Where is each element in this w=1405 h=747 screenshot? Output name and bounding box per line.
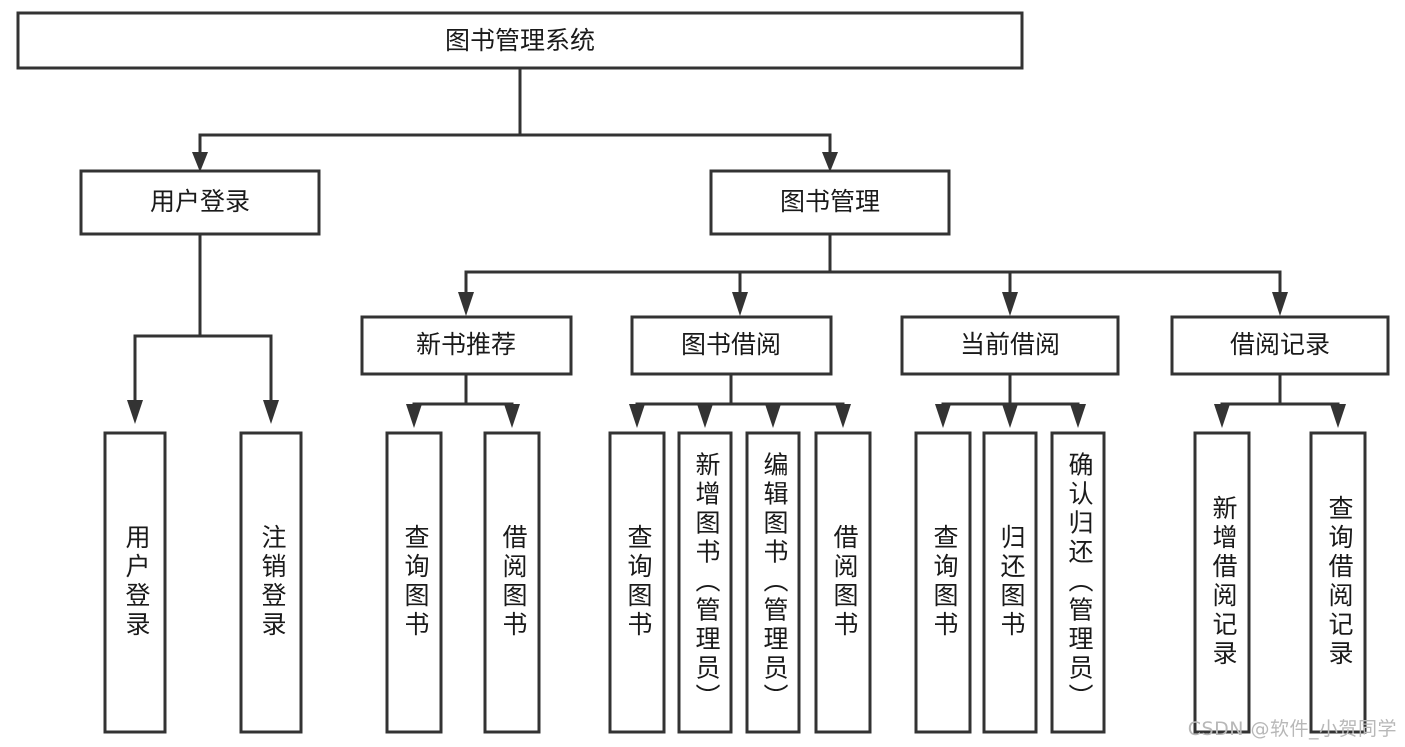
node-leaf2-box[interactable] bbox=[239, 431, 303, 734]
node-login-box[interactable] bbox=[79, 169, 321, 236]
node-record-label: 借阅记录 bbox=[1230, 330, 1330, 359]
node-leaf1-box[interactable] bbox=[103, 431, 167, 734]
node-leaf11-box[interactable] bbox=[1050, 431, 1106, 734]
node-leaf7[interactable]: 编辑图书（管理员） bbox=[745, 431, 801, 734]
node-leaf7-box[interactable] bbox=[745, 431, 801, 734]
connector-record-to-leaves bbox=[1220, 372, 1340, 414]
node-record[interactable]: 借阅记录 bbox=[1170, 315, 1390, 376]
node-borrow-box[interactable] bbox=[630, 315, 833, 376]
node-leaf1-label: 用户登录 bbox=[122, 524, 151, 640]
node-leaf5[interactable]: 查询图书 bbox=[608, 431, 666, 734]
node-leaf12-box[interactable] bbox=[1193, 431, 1251, 734]
node-leaf13[interactable]: 查询借阅记录 bbox=[1309, 431, 1367, 734]
node-leaf12[interactable]: 新增借阅记录 bbox=[1193, 431, 1251, 734]
connector-root-to-level2 bbox=[198, 66, 832, 162]
node-leaf13-box[interactable] bbox=[1309, 431, 1367, 734]
arrowhead-to-leaf2 bbox=[263, 400, 279, 424]
arrowhead-to-borrow bbox=[732, 292, 748, 316]
node-login[interactable]: 用户登录 bbox=[79, 169, 321, 236]
node-leaf6-label: 新增图书（管理员） bbox=[692, 452, 721, 713]
node-leaf10[interactable]: 归还图书 bbox=[982, 431, 1038, 734]
arrowhead-to-login bbox=[192, 152, 208, 172]
node-borrow[interactable]: 图书借阅 bbox=[630, 315, 833, 376]
connector-bookmgmt-to-level3 bbox=[464, 232, 1282, 302]
node-leaf9-box[interactable] bbox=[914, 431, 972, 734]
arrowhead-to-leaf6 bbox=[697, 404, 713, 428]
node-newbook-box[interactable] bbox=[360, 315, 573, 376]
arrowhead-to-record bbox=[1272, 292, 1288, 316]
node-leaf2-label: 注销登录 bbox=[258, 524, 287, 640]
node-newbook[interactable]: 新书推荐 bbox=[360, 315, 573, 376]
node-leaf4[interactable]: 借阅图书 bbox=[483, 431, 541, 734]
node-leaf9[interactable]: 查询图书 bbox=[914, 431, 972, 734]
arrowhead-to-leaf5 bbox=[629, 404, 645, 428]
arrowhead-to-bookmgmt bbox=[822, 152, 838, 172]
node-leaf5-label: 查询图书 bbox=[624, 524, 653, 640]
connector-borrow-to-leaves bbox=[635, 372, 845, 414]
node-leaf10-label: 归还图书 bbox=[997, 524, 1026, 640]
node-current-box[interactable] bbox=[900, 315, 1120, 376]
node-leaf10-box[interactable] bbox=[982, 431, 1038, 734]
node-leaf5-box[interactable] bbox=[608, 431, 666, 734]
node-leaf6[interactable]: 新增图书（管理员） bbox=[677, 431, 733, 734]
arrowhead-to-current bbox=[1002, 292, 1018, 316]
arrowhead-to-leaf7 bbox=[765, 404, 781, 428]
node-leaf6-box[interactable] bbox=[677, 431, 733, 734]
node-bookmgmt-box[interactable] bbox=[709, 169, 951, 236]
node-leaf7-label: 编辑图书（管理员） bbox=[760, 452, 789, 713]
arrowhead-to-leaf12 bbox=[1214, 404, 1230, 428]
arrowhead-to-leaf11 bbox=[1070, 404, 1086, 428]
arrowhead-to-leaf9 bbox=[935, 404, 951, 428]
node-borrow-label: 图书借阅 bbox=[681, 330, 781, 359]
node-leaf3[interactable]: 查询图书 bbox=[385, 431, 443, 734]
node-current-label: 当前借阅 bbox=[960, 330, 1060, 359]
arrowhead-to-leaf3 bbox=[406, 404, 422, 428]
node-leaf3-box[interactable] bbox=[385, 431, 443, 734]
node-leaf2[interactable]: 注销登录 bbox=[239, 431, 303, 734]
node-leaf4-label: 借阅图书 bbox=[499, 524, 528, 640]
node-record-box[interactable] bbox=[1170, 315, 1390, 376]
arrowhead-to-newbook bbox=[458, 292, 474, 316]
node-root[interactable]: 图书管理系统 bbox=[16, 11, 1024, 70]
node-bookmgmt[interactable]: 图书管理 bbox=[709, 169, 951, 236]
node-leaf8-label: 借阅图书 bbox=[830, 524, 859, 640]
arrowhead-to-leaf8 bbox=[835, 404, 851, 428]
node-leaf9-label: 查询图书 bbox=[930, 524, 959, 640]
arrowhead-to-leaf13 bbox=[1330, 404, 1346, 428]
node-leaf8-box[interactable] bbox=[814, 431, 872, 734]
connector-newbook-to-leaves bbox=[412, 372, 514, 414]
node-root-box[interactable] bbox=[16, 11, 1024, 70]
arrowhead-to-leaf4 bbox=[504, 404, 520, 428]
node-leaf11-label: 确认归还（管理员） bbox=[1065, 452, 1094, 713]
node-leaf4-box[interactable] bbox=[483, 431, 541, 734]
node-leaf1[interactable]: 用户登录 bbox=[103, 431, 167, 734]
node-current[interactable]: 当前借阅 bbox=[900, 315, 1120, 376]
node-leaf12-label: 新增借阅记录 bbox=[1209, 495, 1238, 669]
node-bookmgmt-label: 图书管理 bbox=[780, 187, 880, 216]
connector-login-to-leaves bbox=[133, 232, 273, 410]
arrowhead-to-leaf10 bbox=[1002, 404, 1018, 428]
node-login-label: 用户登录 bbox=[150, 187, 250, 216]
node-leaf3-label: 查询图书 bbox=[401, 524, 430, 640]
node-newbook-label: 新书推荐 bbox=[416, 330, 516, 359]
node-leaf11[interactable]: 确认归还（管理员） bbox=[1050, 431, 1106, 734]
arrowhead-to-leaf1 bbox=[127, 400, 143, 424]
connector-group bbox=[127, 66, 1346, 428]
node-leaf13-label: 查询借阅记录 bbox=[1325, 495, 1354, 669]
node-leaf8[interactable]: 借阅图书 bbox=[814, 431, 872, 734]
node-root-label: 图书管理系统 bbox=[445, 26, 595, 55]
